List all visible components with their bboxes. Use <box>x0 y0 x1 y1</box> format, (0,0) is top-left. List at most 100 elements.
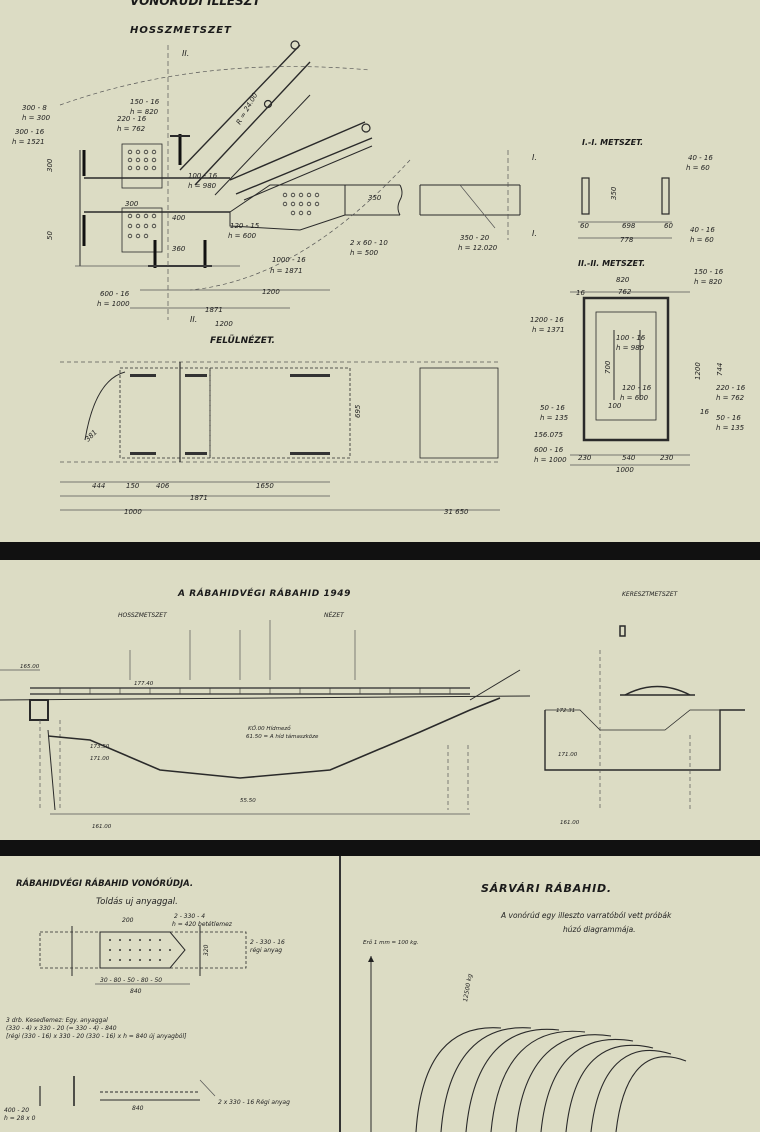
view-label: NÉZET <box>324 611 345 619</box>
dim-label: 695 <box>354 404 362 418</box>
section-mark-ii-top: II. <box>182 49 189 58</box>
dim-label: 230 <box>578 454 592 462</box>
dim-label: 200 <box>122 917 134 924</box>
force-axis-label: Erő 1 mm = 100 kg. <box>363 940 419 946</box>
dim-label: 406 <box>156 482 170 490</box>
dim-label: 300 <box>46 158 54 172</box>
dim-label: 2 x 60 - 10 <box>350 239 388 247</box>
longitudinal-section-label: HOSSZMETSZET <box>130 25 232 36</box>
dim-label: 60 <box>664 222 673 230</box>
section-ii-drawing <box>570 291 690 466</box>
dim-label: h = 135 <box>716 424 745 432</box>
splice-plate-drawing <box>39 926 247 1106</box>
dim-label: 300 - 8 <box>22 104 47 112</box>
dim-label: h = 300 <box>22 114 51 122</box>
dim-label: 60 <box>580 222 589 230</box>
separator-band <box>0 542 760 560</box>
dim-label: 100 - 16 <box>616 334 646 342</box>
dim-label: 300 <box>125 200 139 208</box>
dim-label: 40 - 16 <box>690 226 715 234</box>
dim-label: 444 <box>92 482 105 490</box>
dim-label: 1650 <box>256 482 274 490</box>
dim-label: 50 - 16 <box>716 414 741 422</box>
dim-label: 150 - 16 <box>694 268 724 276</box>
dim-label: h = 135 <box>540 414 569 422</box>
dim-label: 230 <box>660 454 674 462</box>
dim-label: h = 12.020 <box>458 244 498 252</box>
dim-label: 381 <box>84 428 99 443</box>
separator-band <box>0 840 760 856</box>
sarvar-title: SÁRVÁRI RÁBAHID. <box>481 882 612 895</box>
dim-label: 600 - 16 <box>100 290 130 298</box>
tension-rod-splice-drawing: RÁBAHIDVÉGI RÁBAHID VONÓRÚDJA. Toldás uj… <box>0 856 340 1132</box>
dim-label: 840 <box>132 1105 144 1112</box>
level-label: 171.00 <box>558 752 578 758</box>
section-ii-label: II.-II. METSZET. <box>578 259 645 268</box>
level-label: 171.00 <box>90 756 110 762</box>
dim-label: 1200 <box>694 362 702 380</box>
dim-label: 16 <box>576 289 585 297</box>
section-mark-ii-bottom: II. <box>190 315 197 324</box>
dim-label: 350 - 20 <box>460 234 490 242</box>
dim-label: 2 x 330 - 16 Régi anyag <box>218 1099 290 1106</box>
splice-title: RÁBAHIDVÉGI RÁBAHID VONÓRÚDJA. <box>16 877 193 889</box>
dim-label: h = 60 <box>690 236 714 244</box>
dim-label: 150 <box>126 482 140 490</box>
dim-label: 31 650 <box>444 508 469 516</box>
cross-section-label: KERESZTMETSZET <box>622 591 679 598</box>
diagram-subtitle-1: A vonórúd egy illeszto varratóból vett p… <box>500 911 672 920</box>
bridge-title: A RÁBAHIDVÉGI RÁBAHID 1949 <box>177 587 351 599</box>
bridge-elevation-drawing: A RÁBAHIDVÉGI RÁBAHID 1949 HOSSZMETSZET … <box>0 560 760 840</box>
dim-label: h = 820 <box>694 278 723 286</box>
dim-label: 50 <box>46 231 54 240</box>
dim-label: 220 - 16 <box>117 115 147 123</box>
dim-label: 400 - 20 <box>4 1107 29 1114</box>
dim-label: 1871 <box>205 306 223 314</box>
dim-label: h = 1000 <box>97 300 130 308</box>
dim-label: 360 <box>172 245 186 253</box>
tensile-curves <box>368 956 687 1132</box>
dim-label: h = 60 <box>686 164 710 172</box>
level-label: 165.00 <box>20 664 40 670</box>
dim-label: 400 <box>172 214 186 222</box>
dim-label: h = 762 <box>117 125 146 133</box>
plan-view-drawing <box>60 361 500 511</box>
dim-label: h = 820 <box>130 108 159 116</box>
dim-label: 1200 <box>215 320 233 328</box>
dim-label: 320 <box>203 944 210 956</box>
dim-label: h = 600 <box>228 232 257 240</box>
longitudinal-label: HOSSZMETSZET <box>118 612 168 619</box>
dim-label: 1871 <box>190 494 208 502</box>
tension-rod-joint-drawing: VONÓRÚDI ILLESZT HOSSZMETSZET <box>0 0 760 542</box>
dim-label: 40 - 16 <box>688 154 713 162</box>
gusset-plate-drawing <box>59 40 521 320</box>
dim-label: 778 <box>620 236 634 244</box>
dim-label: 1000 <box>124 508 142 516</box>
header-partial-text: VONÓRÚDI ILLESZT <box>130 0 261 8</box>
dim-label: 350 <box>368 194 382 202</box>
level-label: 55.50 <box>240 798 256 804</box>
panel-divider <box>339 856 341 1132</box>
dim-label: h = 1000 <box>534 456 567 464</box>
dim-label: 1000 <box>616 466 634 474</box>
dim-label: h = 28 x 0 <box>4 1115 36 1122</box>
dim-label: h = 980 <box>616 344 645 352</box>
diagram-subtitle-2: húzó diagrammája. <box>563 925 636 934</box>
level-label: 161.00 <box>560 820 580 826</box>
dim-label: 1000 - 16 <box>272 256 306 264</box>
dim-label: 1200 - 16 <box>530 316 564 324</box>
bridge-cross-section <box>544 625 745 810</box>
dim-label: 540 <box>622 454 636 462</box>
top-view-label: FELÜLNÉZET. <box>210 334 275 346</box>
curve-value-label: 12500 kg <box>462 973 474 1002</box>
dim-label: 120 - 16 <box>622 384 652 392</box>
dim-label: 30 - 80 - 50 - 80 - 50 <box>100 977 162 984</box>
dim-label: 50 - 16 <box>540 404 565 412</box>
dim-label: h = 500 <box>350 249 379 257</box>
level-label: 177.40 <box>134 681 154 687</box>
section-i-label: I.-I. METSZET. <box>582 138 643 147</box>
level-label: 172.31 <box>556 708 575 714</box>
dim-label: 600 - 16 <box>534 446 564 454</box>
dim-label: h = 420 betétlemez <box>172 921 233 928</box>
